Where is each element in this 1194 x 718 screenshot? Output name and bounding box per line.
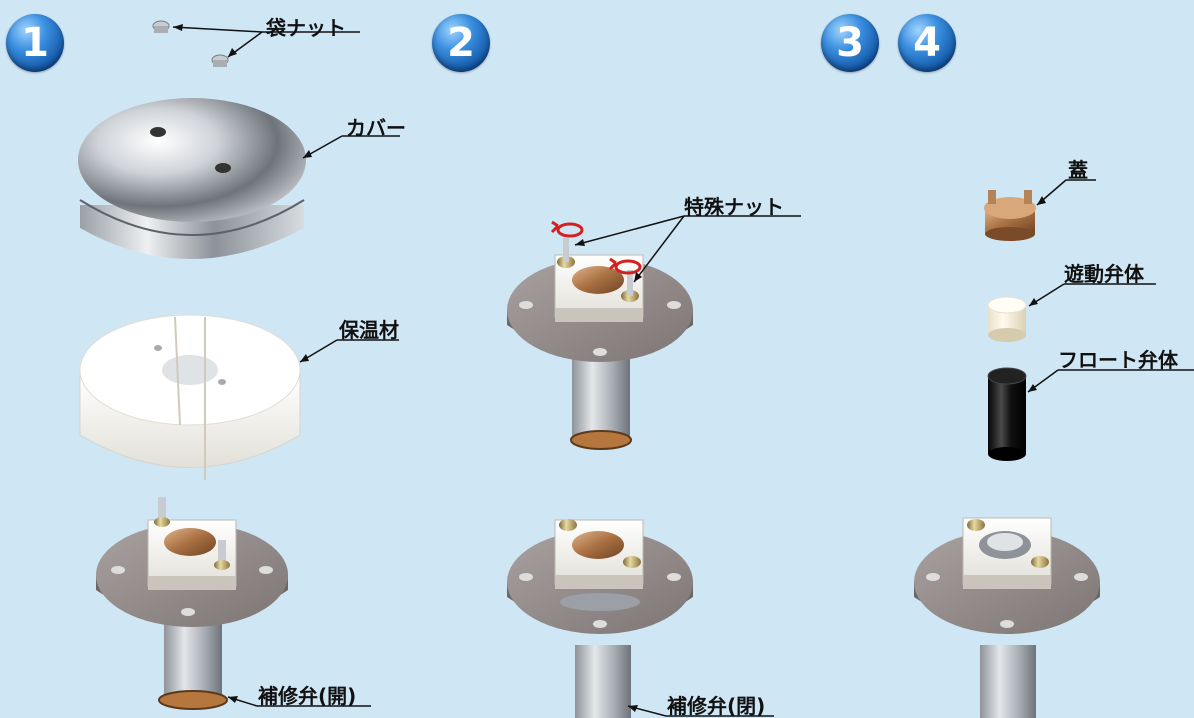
cover-label: カバー <box>346 116 406 140</box>
valve-assembly-2-exploded <box>507 238 693 450</box>
free-valve-body-label: 遊動弁体 <box>1064 262 1144 286</box>
leader-arrowheads <box>173 24 1046 712</box>
valve-assembly-1 <box>96 497 288 710</box>
rotation-arrow <box>550 220 642 275</box>
step-badge-4: 4 <box>898 14 956 72</box>
cap-nut-label: 袋ナット <box>266 16 346 40</box>
insulation-part <box>79 314 301 480</box>
cap-nut-part <box>152 20 229 67</box>
step-badge-3: 3 <box>821 14 879 72</box>
float-valve-body-label: フロート弁体 <box>1058 348 1178 372</box>
step-badge-2: 2 <box>432 14 490 72</box>
special-nut-label: 特殊ナット <box>684 195 784 219</box>
step-badge-1: 1 <box>6 14 64 72</box>
lid-part <box>984 190 1036 241</box>
insulation-label: 保温材 <box>339 318 399 342</box>
valve-assembly-2 <box>507 519 693 718</box>
float-valve-body-part <box>987 367 1027 461</box>
repair-valve-closed-label: 補修弁(閉) <box>667 694 766 718</box>
cover-part <box>78 98 306 259</box>
free-valve-body-part <box>987 296 1027 342</box>
repair-valve-open-label: 補修弁(開) <box>258 684 357 708</box>
valve-assembly-3 <box>914 517 1100 718</box>
lid-label: 蓋 <box>1068 158 1088 182</box>
